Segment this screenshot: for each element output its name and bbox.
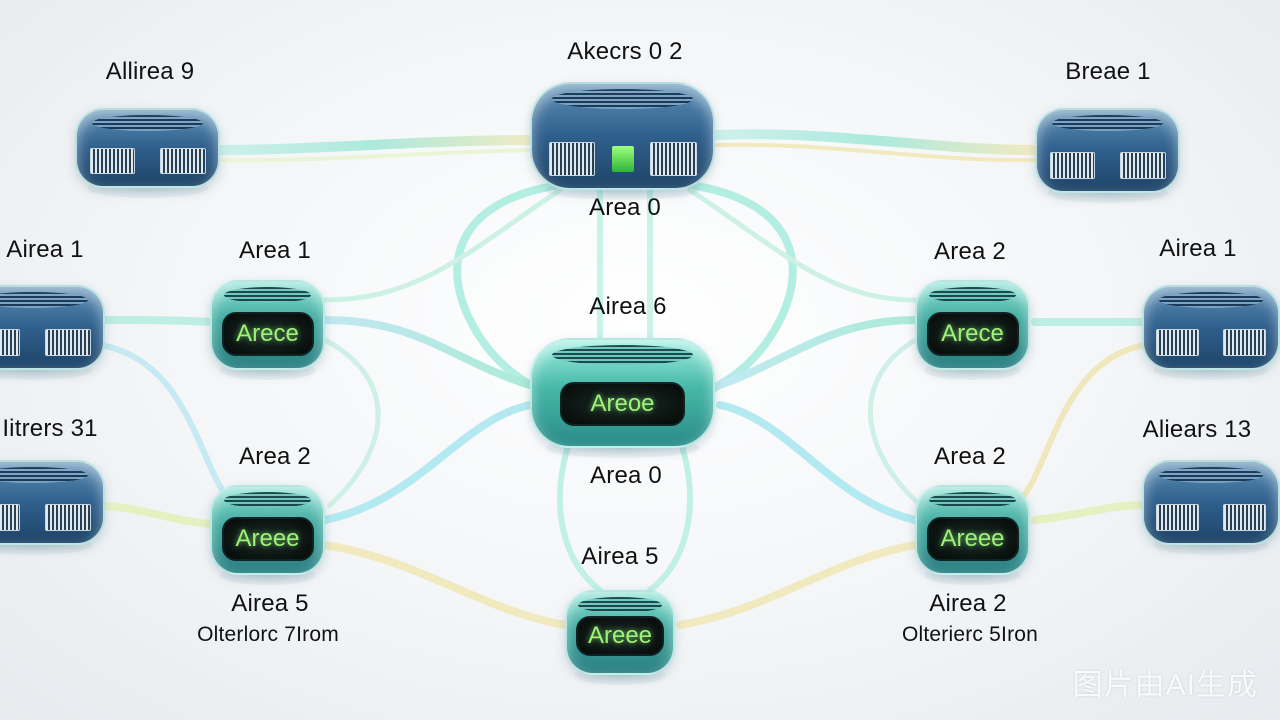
cable-center-lower-loop: [557, 437, 693, 593]
node-rim: [928, 492, 1017, 508]
cable-l6: [97, 342, 233, 503]
cable-l2: [321, 316, 534, 389]
switch-node-left-2[interactable]: Areee: [202, 477, 333, 585]
cable-l3: [322, 187, 563, 303]
cable-top-left-2: [213, 148, 537, 163]
cable-top-left: [210, 135, 540, 155]
server-node-top-right[interactable]: [1035, 108, 1180, 203]
node-rim: [0, 292, 88, 308]
label-left-edge-2: Iitrers 31: [2, 415, 98, 442]
node-rim: [1158, 467, 1264, 483]
server-node-left-edge-1[interactable]: [0, 285, 105, 380]
node-screen: Areee: [576, 615, 664, 657]
port-panel-icon: [45, 503, 91, 531]
port-panel-icon: [160, 148, 206, 174]
label-left-edge-1: Airea 1: [6, 236, 84, 263]
port-panel-icon: [1222, 328, 1267, 356]
server-node-right-edge-1[interactable]: [1142, 285, 1280, 380]
server-node-top-left[interactable]: [75, 108, 220, 198]
server-node-right-edge-2[interactable]: [1142, 460, 1280, 555]
port-panel-icon: [1222, 503, 1267, 531]
cable-center-loop-left: [453, 181, 564, 394]
cable-l5: [321, 401, 534, 524]
node-screen: Arece: [926, 312, 1019, 356]
label-left-inner-2: Area 2: [239, 443, 311, 470]
port-panel-icon: [1120, 151, 1166, 179]
port-panel-icon: [1155, 503, 1200, 531]
port-panel-icon: [650, 141, 697, 176]
node-rim: [223, 287, 312, 303]
label-top-center: Akecrs 0 2: [567, 38, 683, 65]
label-center-lower: Area 0: [590, 462, 662, 489]
node-rim: [223, 492, 312, 508]
label-right-inner-1: Area 2: [934, 238, 1006, 265]
node-screen: Areoe: [559, 382, 686, 426]
port-panel-icon: [548, 141, 595, 176]
cable-l4: [96, 501, 219, 529]
switch-node-left-1[interactable]: Arece: [202, 272, 333, 380]
port-panel-icon: [1155, 328, 1200, 356]
port-panel-icon: [0, 328, 20, 356]
node-rim: [578, 597, 662, 613]
node-rim: [1158, 292, 1264, 308]
server-node-top-center[interactable]: [522, 74, 723, 200]
cable-r5: [716, 401, 919, 524]
switch-node-bottom-center[interactable]: Areee: [557, 582, 683, 685]
port-panel-icon: [0, 503, 20, 531]
label-center-upper: Area 0: [589, 194, 661, 221]
label-center-bottom: Airea 5: [581, 543, 659, 570]
node-screen: Areee: [221, 517, 314, 561]
node-rim: [1052, 115, 1163, 131]
cable-l1: [96, 316, 219, 326]
cable-l8: [322, 337, 381, 508]
label-right-edge-2: Aliears 13: [1142, 416, 1252, 443]
label-right-edge-1: Airea 1: [1159, 235, 1237, 262]
label-top-left: Allirea 9: [105, 58, 195, 85]
cable-r2: [716, 316, 919, 389]
label-bottom-right-2: Olterierc 5Iron: [901, 623, 1039, 646]
server-node-left-edge-2[interactable]: [0, 460, 105, 555]
cable-top-right-2: [713, 142, 1037, 163]
ai-generated-watermark: 图片由AI生成: [1072, 669, 1258, 702]
switch-node-right-2[interactable]: Areee: [907, 477, 1038, 585]
cable-center-loop-right: [686, 181, 797, 394]
label-bottom-right-1: Airea 2: [929, 590, 1007, 617]
switch-node-right-1[interactable]: Arece: [907, 272, 1038, 380]
cable-top-right: [710, 129, 1040, 155]
cable-r8: [868, 337, 923, 508]
node-screen: Areee: [926, 517, 1019, 561]
status-led-icon: [611, 146, 634, 172]
cable-r4: [1031, 501, 1149, 524]
hub-node-center[interactable]: Areoe: [522, 330, 723, 458]
label-bottom-left-2: Olterlorc 7Irom: [197, 623, 339, 646]
label-center-middle: Airea 6: [589, 293, 667, 320]
port-panel-icon: [89, 148, 135, 174]
node-rim: [552, 89, 693, 109]
label-top-right: Breae 1: [1065, 58, 1151, 85]
node-rim: [552, 345, 693, 365]
label-bottom-left-1: Airea 5: [231, 590, 309, 617]
node-rim: [92, 115, 203, 131]
cable-r3: [687, 187, 918, 303]
cable-l7: [321, 541, 569, 629]
port-panel-icon: [45, 328, 91, 356]
node-rim: [928, 287, 1017, 303]
node-rim: [0, 467, 88, 483]
cable-r7: [676, 541, 919, 629]
node-screen: Arece: [221, 312, 314, 356]
label-left-inner-1: Area 1: [239, 237, 311, 264]
cable-r6: [1017, 342, 1148, 503]
port-panel-icon: [1049, 151, 1095, 179]
label-right-inner-2: Area 2: [934, 443, 1006, 470]
